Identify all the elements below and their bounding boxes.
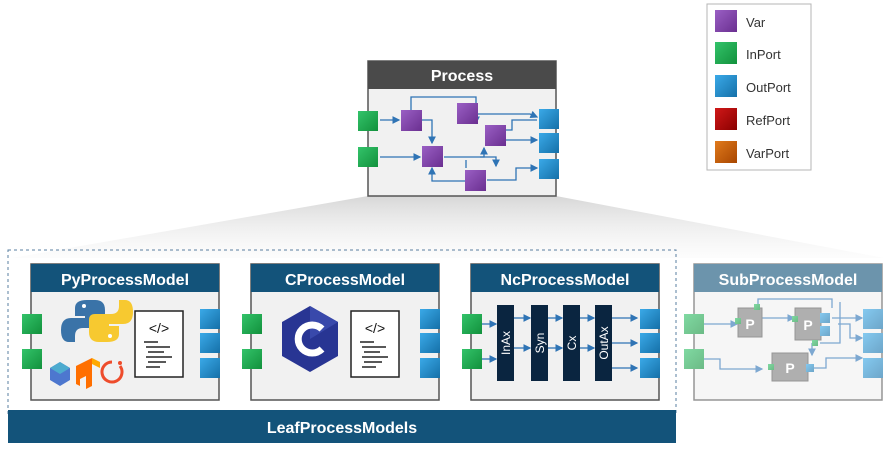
c-language-logo-icon: [282, 306, 338, 372]
python-logo-icon: [61, 300, 133, 342]
legend-varport-swatch: [715, 141, 737, 163]
nc-stage-cx: [563, 305, 580, 381]
c-outport-1: [420, 309, 440, 329]
sub-process-3: [771, 352, 809, 382]
c-outport-2: [420, 333, 440, 353]
sub-process-2-label: P: [803, 317, 812, 333]
leaf-process-models-bar: [8, 410, 676, 443]
c-inport-1: [242, 314, 262, 334]
sub-process-model: SubProcessModel P P P: [684, 263, 883, 401]
legend-refport-label: RefPort: [746, 113, 790, 128]
legend-var-label: Var: [746, 15, 766, 30]
nc-stage-syn: [531, 305, 548, 381]
nc-process-model: NcProcessModel InAx Syn Cx OutAx: [462, 263, 660, 401]
process-header: [368, 61, 556, 89]
process-var-1: [401, 110, 422, 131]
legend-inport-swatch: [715, 42, 737, 64]
nc-outport-3: [640, 358, 660, 378]
c-process-model: CProcessModel </>: [242, 263, 440, 401]
process-inport-1: [358, 111, 378, 131]
process-outport-3: [539, 159, 559, 179]
process-block: Process: [358, 60, 559, 197]
nc-title: NcProcessModel: [501, 272, 630, 289]
py-header: [31, 264, 219, 292]
sub-process-3-label: P: [785, 360, 794, 376]
process-outport-1: [539, 109, 559, 129]
py-inport-1: [22, 314, 42, 334]
c-title: CProcessModel: [285, 272, 405, 289]
nc-stage-inax-label: InAx: [499, 331, 513, 355]
nc-stage-inax: [497, 305, 514, 381]
sub-process-1-label: P: [745, 316, 754, 332]
svg-text:</>: </>: [149, 320, 169, 336]
legend-varport-label: VarPort: [746, 146, 789, 161]
nc-stage-cx-label: Cx: [565, 336, 579, 351]
sub-outport-1: [863, 309, 883, 329]
process-wires: [380, 96, 539, 182]
py-process-model: PyProcessModel </>: [22, 263, 220, 401]
sub-outport-2: [863, 333, 883, 353]
c-header: [251, 264, 439, 292]
sub-wires: [704, 298, 864, 373]
nc-stage-outax: [595, 305, 612, 381]
sub-inport-2: [684, 349, 704, 369]
code-document-icon: </>: [134, 310, 184, 378]
process-outport-2: [539, 133, 559, 153]
pytorch-icon: [100, 360, 124, 384]
nc-stage-syn-label: Syn: [533, 333, 547, 354]
process-var-4: [422, 146, 443, 167]
nc-outport-2: [640, 333, 660, 353]
numpy-icon: [50, 362, 70, 386]
nc-outport-1: [640, 309, 660, 329]
sub-process-2: [794, 307, 822, 341]
legend-outport-label: OutPort: [746, 80, 791, 95]
py-outport-3: [200, 358, 220, 378]
nc-stage-outax-label: OutAx: [597, 326, 611, 359]
nc-wires: [482, 314, 639, 372]
sub-outport-3: [863, 358, 883, 378]
process-var-3: [485, 125, 506, 146]
py-inport-2: [22, 349, 42, 369]
py-title: PyProcessModel: [61, 272, 189, 289]
process-title: Process: [431, 68, 493, 85]
legend-var-swatch: [715, 10, 737, 32]
py-outport-2: [200, 333, 220, 353]
legend-refport-swatch: [715, 108, 737, 130]
nc-inport-2: [462, 349, 482, 369]
legend-outport-swatch: [715, 75, 737, 97]
leaf-process-models-label: LeafProcessModels: [267, 420, 417, 437]
nc-inport-1: [462, 314, 482, 334]
svg-text:</>: </>: [365, 320, 385, 336]
tensorflow-icon: [76, 358, 100, 389]
sub-title: SubProcessModel: [719, 272, 858, 289]
legend: Var InPort OutPort RefPort VarPort: [706, 3, 812, 171]
nc-header: [471, 264, 659, 292]
c-outport-3: [420, 358, 440, 378]
sub-inport-1: [684, 314, 704, 334]
legend-inport-label: InPort: [746, 47, 781, 62]
py-outport-1: [200, 309, 220, 329]
code-document-icon: </>: [350, 310, 400, 378]
projection-fan: [12, 196, 884, 258]
sub-process-1: [737, 307, 763, 338]
c-inport-2: [242, 349, 262, 369]
process-inport-2: [358, 147, 378, 167]
process-var-5: [465, 170, 486, 191]
process-var-2: [457, 103, 478, 124]
sub-header: [694, 264, 882, 292]
